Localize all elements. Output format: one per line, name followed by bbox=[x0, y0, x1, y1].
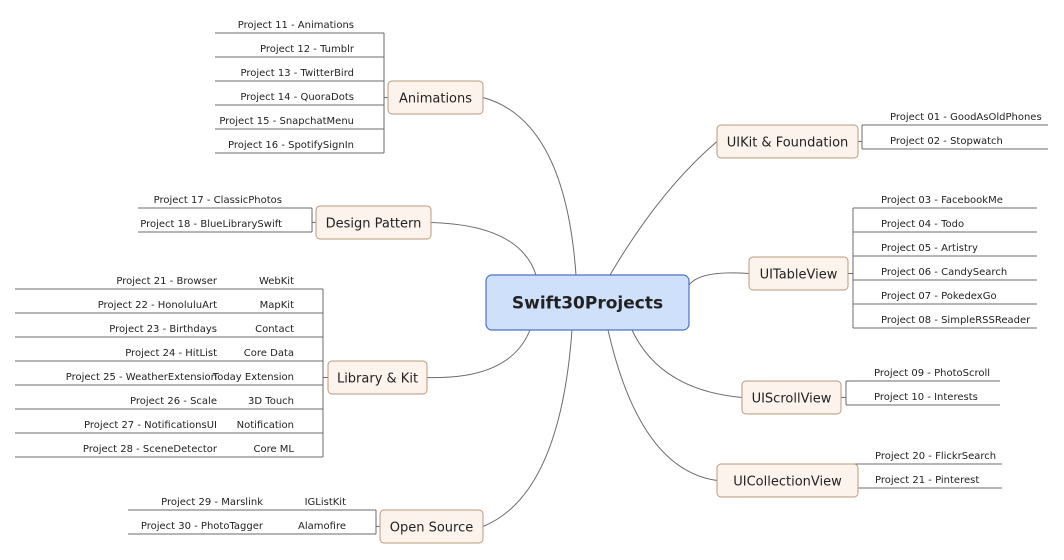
branch-topic-2[interactable] bbox=[748, 256, 849, 291]
leaf-project-label[interactable]: Project 23 - Birthdays bbox=[109, 324, 217, 335]
central-topic-group: Swift30Projects bbox=[485, 274, 690, 331]
leaf-project-label[interactable]: Project 20 - FlickrSearch bbox=[875, 451, 996, 462]
leaf-project-label[interactable]: Project 12 - Tumblr bbox=[260, 44, 355, 55]
leaf-project-label[interactable]: Project 11 - Animations bbox=[238, 20, 354, 31]
branch-connector bbox=[609, 141, 718, 276]
branch-connector bbox=[482, 329, 573, 527]
branch-topic-label: UICollectionView bbox=[733, 475, 842, 490]
leaf-project-label[interactable]: Project 24 - HitList bbox=[125, 348, 217, 359]
branch-topic-label: Animations bbox=[399, 92, 472, 107]
leaf-framework-tag: Core Data bbox=[244, 348, 294, 359]
leaf-project-label[interactable]: Project 07 - PokedexGo bbox=[881, 291, 997, 302]
branch-topic-7[interactable] bbox=[327, 360, 428, 395]
leaf-project-label[interactable]: Project 22 - HonoluluArt bbox=[98, 300, 217, 311]
leaf-project-label[interactable]: Project 02 - Stopwatch bbox=[890, 136, 1003, 147]
leaf-framework-tag: 3D Touch bbox=[248, 396, 294, 407]
branch-topic-5[interactable] bbox=[387, 80, 484, 115]
branch-connector bbox=[430, 222, 537, 276]
leaf-project-label[interactable]: Project 27 - NotificationsUI bbox=[84, 420, 217, 431]
branch-topic-8[interactable] bbox=[379, 509, 484, 544]
branch-topics: UIKit & FoundationUITableViewUIScrollVie… bbox=[315, 80, 859, 544]
leaf-project-label[interactable]: Project 17 - ClassicPhotos bbox=[154, 195, 282, 206]
leaf-project-label[interactable]: Project 18 - BlueLibrarySwift bbox=[140, 219, 282, 230]
leaf-project-label[interactable]: Project 04 - Todo bbox=[881, 219, 964, 230]
leaf-project-label[interactable]: Project 08 - SimpleRSSReader bbox=[881, 315, 1031, 326]
leaf-project-label[interactable]: Project 16 - SpotifySignIn bbox=[228, 140, 354, 151]
branch-connector bbox=[688, 272, 750, 286]
leaf-framework-tag: Notification bbox=[237, 420, 294, 431]
leaf-framework-tag: MapKit bbox=[260, 300, 294, 311]
branch-topic-1[interactable] bbox=[716, 124, 859, 159]
branch-topic-label: UIScrollView bbox=[752, 392, 832, 407]
leaf-project-label[interactable]: Project 13 - TwitterBird bbox=[240, 68, 354, 79]
leaf-project-label[interactable]: Project 21 - Pinterest bbox=[875, 475, 979, 486]
leaf-framework-tag: Core ML bbox=[253, 444, 294, 455]
leaf-project-label[interactable]: Project 05 - Artistry bbox=[881, 243, 978, 254]
leaf-framework-tag: WebKit bbox=[259, 276, 294, 287]
branch-topic-4[interactable] bbox=[716, 463, 859, 498]
central-topic-label: Swift30Projects bbox=[512, 294, 663, 314]
branch-topic-label: UITableView bbox=[760, 268, 838, 283]
leaf-project-label[interactable]: Project 10 - Interests bbox=[874, 392, 978, 403]
branch-connector bbox=[426, 329, 531, 379]
leaf-project-label[interactable]: Project 28 - SceneDetector bbox=[83, 444, 218, 455]
branch-topic-label: Library & Kit bbox=[337, 372, 418, 387]
leaf-project-label[interactable]: Project 06 - CandySearch bbox=[881, 267, 1007, 278]
leaf-project-label[interactable]: Project 29 - Marslink bbox=[161, 497, 263, 508]
branch-connector bbox=[482, 97, 577, 276]
leaf-framework-tag: Alamofire bbox=[298, 521, 346, 532]
leaf-project-label[interactable]: Project 14 - QuoraDots bbox=[240, 92, 354, 103]
branch-topic-label: Open Source bbox=[390, 521, 474, 536]
branch-topic-label: UIKit & Foundation bbox=[727, 136, 849, 151]
leaf-project-label[interactable]: Project 30 - PhotoTagger bbox=[141, 521, 264, 532]
branch-topic-label: Design Pattern bbox=[326, 217, 422, 232]
leaf-project-label[interactable]: Project 03 - FacebookMe bbox=[881, 195, 1003, 206]
leaf-project-label[interactable]: Project 15 - SnapchatMenu bbox=[219, 116, 354, 127]
leaf-project-label[interactable]: Project 26 - Scale bbox=[130, 396, 217, 407]
leaf-project-label[interactable]: Project 09 - PhotoScroll bbox=[874, 368, 990, 379]
central-topic[interactable] bbox=[485, 274, 690, 331]
leaf-project-label[interactable]: Project 25 - WeatherExtension bbox=[66, 372, 217, 383]
branch-connector bbox=[607, 329, 718, 481]
branch-connector bbox=[631, 329, 743, 398]
leaf-project-label[interactable]: Project 01 - GoodAsOldPhones bbox=[890, 112, 1042, 123]
leaf-framework-tag: Contact bbox=[255, 324, 294, 335]
leaf-framework-tag: IGListKit bbox=[305, 497, 347, 508]
leaf-framework-tag: Today Extension bbox=[212, 372, 294, 383]
leaf-project-label[interactable]: Project 21 - Browser bbox=[116, 276, 217, 287]
branch-topic-6[interactable] bbox=[315, 205, 432, 240]
branch-topic-3[interactable] bbox=[741, 380, 842, 415]
